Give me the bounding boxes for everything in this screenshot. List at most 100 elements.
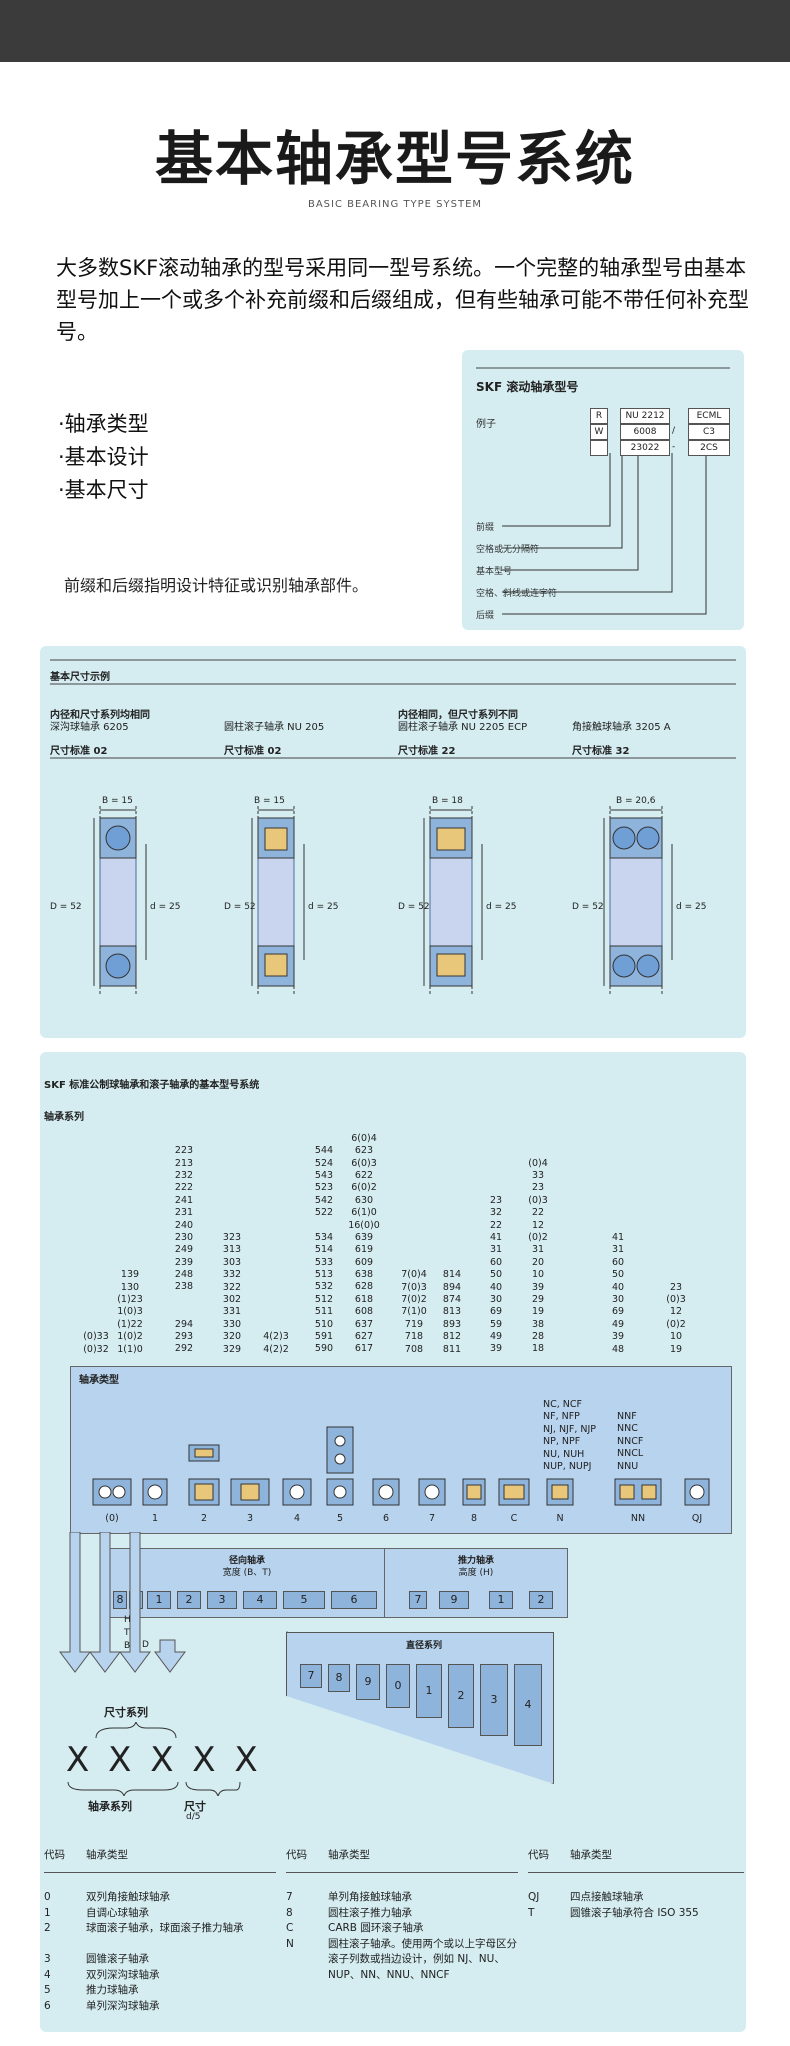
series-code [166, 1294, 202, 1306]
series-code: 39 [531, 1281, 545, 1293]
size-standard: 尺寸标准 32 [572, 746, 630, 757]
series-code: 30 [611, 1293, 625, 1305]
series-code: 303 [222, 1256, 242, 1268]
code-value: 0 [44, 1891, 51, 1903]
height-code: 2 [529, 1591, 553, 1609]
radial-subtitle: 宽度 (B、T) [222, 1568, 272, 1578]
series-code: 59 [489, 1318, 503, 1330]
code-value: 1 [44, 1906, 51, 1919]
series-code: 6(1)0 [351, 1207, 377, 1219]
series-code: 7(1)0 [401, 1306, 427, 1318]
series-code: 50 [611, 1269, 625, 1281]
code-table-header: 代码 轴承类型 [44, 1848, 276, 1873]
bearing-name: 角接触球轴承 3205 A [572, 722, 671, 733]
dimension-examples-lines [50, 659, 736, 759]
type-code: (0) [105, 1513, 119, 1524]
series-code: (1)22 [117, 1318, 143, 1330]
series-code: 69 [489, 1306, 503, 1318]
series-code: 320 [222, 1331, 242, 1343]
series-code: 630 [354, 1194, 374, 1206]
code-value: 4 [44, 1968, 51, 1981]
series-code: 38 [531, 1318, 545, 1330]
htb-letters: H T B [124, 1614, 131, 1653]
series-code: 628 [354, 1281, 374, 1293]
series-code: 294 [174, 1318, 194, 1330]
series-code: 618 [354, 1293, 374, 1305]
code-description: 四点接触球轴承 [570, 1891, 644, 1903]
series-code: 12 [669, 1306, 683, 1318]
thrust-title: 推力轴承 [457, 1556, 494, 1566]
width-label: B = 15 [254, 796, 285, 806]
page-title: 基本轴承型号系统 [154, 125, 635, 193]
series-code: 313 [222, 1244, 242, 1256]
size-standard: 尺寸标准 22 [398, 746, 456, 757]
series-code: 6(0)3 [351, 1157, 377, 1169]
bearing-name: 圆柱滚子轴承 NU 2205 ECP [398, 722, 528, 733]
diameter-code: 2 [448, 1664, 474, 1728]
code-value: 7 [286, 1891, 293, 1903]
series-code: 60 [489, 1256, 503, 1268]
series-code: 50 [489, 1269, 503, 1281]
series-code: 813 [442, 1306, 462, 1318]
code-value: 2 [44, 1922, 51, 1934]
designation-title: SKF 滚动轴承型号 [476, 380, 579, 394]
size-label: 尺寸 [184, 1800, 206, 1813]
series-code: 524 [314, 1157, 334, 1169]
code-table-header: 代码 轴承类型 [528, 1848, 744, 1873]
brace [95, 1722, 177, 1739]
type-label: 轴承类型 [79, 1375, 119, 1386]
size-sub-label: d/5 [186, 1812, 201, 1822]
height-code: 1 [489, 1591, 513, 1609]
thrust-subtitle: 高度 (H) [458, 1568, 494, 1578]
code-value: 5 [44, 1984, 51, 1996]
series-code: 249 [174, 1244, 194, 1256]
series-code: 513 [314, 1269, 334, 1281]
height-letter: B [124, 1641, 131, 1651]
cylindrical-roller-bearing-wide-drawing [423, 806, 483, 996]
code-description: 双列角接触球轴承 [86, 1891, 170, 1903]
page-subtitle: BASIC BEARING TYPE SYSTEM [307, 199, 483, 210]
top-bar [0, 0, 790, 62]
series-code: 241 [174, 1194, 194, 1206]
series-code: 719 [404, 1318, 424, 1330]
series-code: (0)32 [83, 1343, 109, 1355]
height-code: 9 [439, 1591, 469, 1609]
series-code: 511 [314, 1306, 334, 1318]
series-code: 19 [669, 1343, 683, 1355]
space-label: 空格或无分隔符 [476, 545, 540, 555]
series-code: 139 [120, 1269, 140, 1281]
series-code: 39 [611, 1331, 625, 1343]
size-series-label: 尺寸系列 [104, 1706, 148, 1719]
series-code: 590 [314, 1343, 334, 1355]
cylindrical-roller-bearing-drawing [251, 806, 305, 996]
diameter-title: 直径系列 [406, 1641, 443, 1651]
basic-cell: NU 2212 [620, 408, 670, 424]
series-code: 231 [174, 1207, 194, 1219]
bottom-brace [67, 1782, 241, 1796]
n-variant: NP, NPF [543, 1436, 581, 1448]
width-code: 4 [243, 1591, 277, 1609]
series-code: 543 [314, 1169, 334, 1181]
code-value: 6 [44, 1999, 51, 2012]
series-label: 轴承系列 [44, 1112, 84, 1123]
series-code: 213 [174, 1157, 194, 1169]
feature-item: ·轴承类型 [58, 412, 149, 436]
width-label: B = 20,6 [616, 796, 656, 806]
code-description: 推力球轴承 [86, 1984, 139, 1996]
series-code: 623 [354, 1145, 374, 1157]
series-code: (1)23 [117, 1293, 143, 1305]
prefix-suffix-note: 前缀和后缀指明设计特征或识别轴承部件。 [64, 576, 369, 595]
series-code: 292 [174, 1343, 194, 1355]
type-header: 轴承类型 [86, 1849, 128, 1861]
type-code: C [510, 1513, 518, 1524]
double-row-angular-contact-bearing-drawing [603, 806, 673, 996]
code-value: T [528, 1906, 535, 1919]
radial-bearing-box: 径向轴承 宽度 (B、T) 8 0 1 2 3 4 5 6 [104, 1548, 390, 1618]
width-label: B = 15 [102, 796, 133, 806]
series-code: (0)3 [528, 1194, 548, 1206]
